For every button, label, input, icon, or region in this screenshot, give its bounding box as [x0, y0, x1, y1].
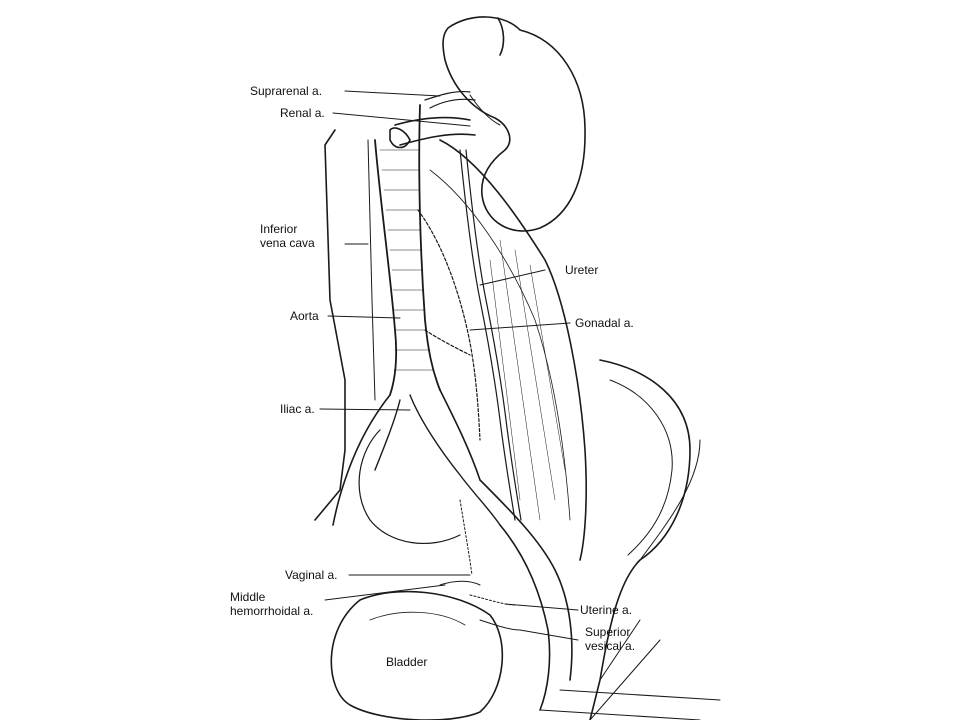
label-renal: Renal a.: [280, 106, 325, 120]
kidney: [442, 16, 586, 232]
leader-lines: [319, 90, 579, 641]
label-bladder: Bladder: [386, 655, 428, 669]
label-ureter: Ureter: [565, 263, 599, 277]
label-ivc-line2: vena cava: [260, 236, 315, 250]
label-middle-hemorrhoidal: Middle hemorrhoidal a.: [230, 590, 313, 618]
label-superior-vesical: Superior vesical a.: [585, 625, 635, 653]
inferior-vena-cava: [314, 129, 346, 521]
label-middle-line2: hemorrhoidal a.: [230, 604, 314, 618]
suprarenal-artery: [424, 90, 476, 109]
vaginal-artery: [459, 499, 473, 576]
label-inferior-vena-cava: Inferior vena cava: [260, 222, 315, 250]
ureter: [459, 149, 516, 521]
middle-hemorrhoidal-artery: [439, 580, 481, 586]
label-uterine: Uterine a.: [580, 603, 633, 617]
label-iliac: Iliac a.: [280, 402, 315, 416]
aorta: [374, 139, 398, 396]
renal-artery: [394, 116, 476, 146]
psoas-muscle: [439, 139, 587, 561]
gonadal-artery: [417, 209, 481, 441]
label-aorta: Aorta: [290, 309, 319, 323]
label-superior-line2: vesical a.: [585, 639, 636, 653]
pelvic-wall: [589, 359, 691, 720]
uterine-artery: [469, 594, 516, 606]
label-ivc-line1: Inferior: [260, 222, 298, 236]
label-gonadal: Gonadal a.: [575, 316, 634, 330]
label-superior-line1: Superior: [585, 625, 631, 639]
bladder: [330, 590, 504, 720]
label-suprarenal: Suprarenal a.: [250, 84, 323, 98]
label-vaginal: Vaginal a.: [285, 568, 338, 582]
uterus: [358, 429, 461, 545]
iliac-artery: [332, 394, 391, 526]
superior-vesical-artery: [479, 619, 521, 631]
label-middle-line1: Middle: [230, 590, 266, 604]
